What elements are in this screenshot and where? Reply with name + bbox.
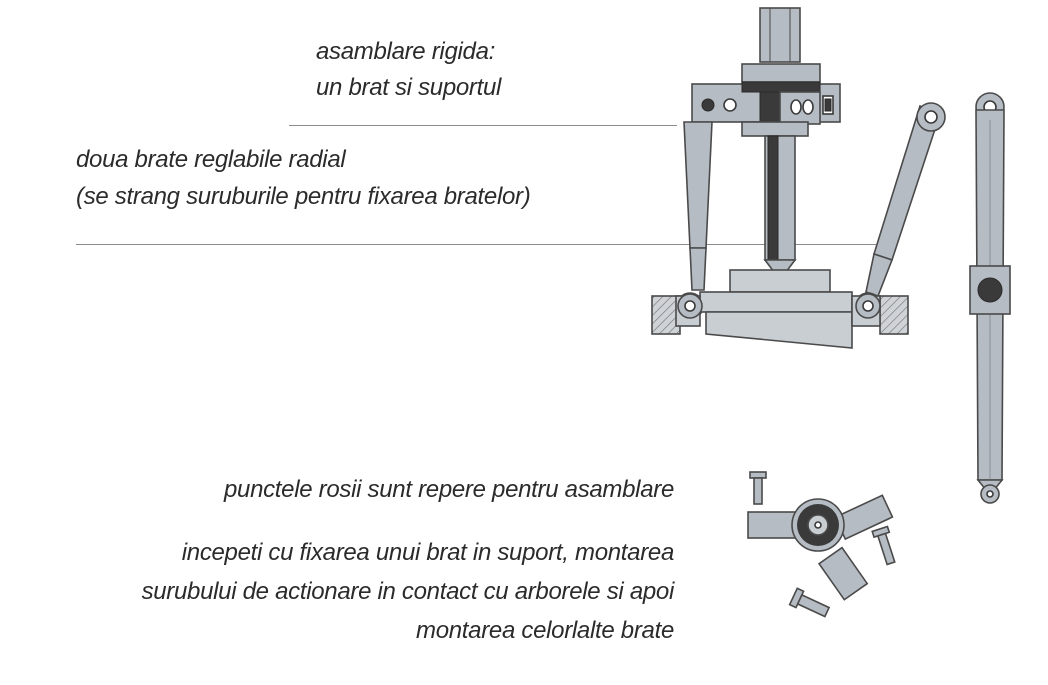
label-radial-line1: doua brate reglabile radial (76, 146, 346, 173)
exploded-parts (747, 471, 896, 618)
right-jaw-section (879, 295, 909, 335)
puller-assembly (651, 7, 946, 349)
label-rigid-line2: un brat si suportul (316, 74, 502, 101)
arm-stub-left (747, 511, 797, 539)
leader-line-radial (76, 244, 876, 245)
screw-top (749, 471, 767, 505)
left-arm (683, 121, 713, 249)
spindle-head (759, 7, 801, 63)
label-instr-line3: montarea celorlalte brate (416, 617, 674, 644)
label-instr-line1: incepeti cu fixarea unui brat in suport,… (181, 539, 675, 566)
label-rigid-line1: asamblare rigida: (316, 38, 495, 65)
leader-line-rigid (289, 125, 677, 126)
label-radial-line2: (se strang suruburile pentru fixarea bra… (76, 183, 531, 210)
support-nut (741, 81, 821, 93)
label-red-points: punctele rosii sunt repere pentru asambl… (223, 476, 674, 503)
spindle-collar (741, 63, 821, 83)
red-marker-dot (701, 98, 715, 112)
screw-right (871, 525, 896, 566)
arm-stub-lower (817, 546, 869, 601)
long-arm (969, 92, 1011, 504)
label-instr-line2: surubului de actionare in contact cu arb… (141, 578, 675, 605)
workpiece (651, 269, 909, 349)
screw-bottom (788, 587, 831, 618)
right-arm (854, 102, 946, 320)
